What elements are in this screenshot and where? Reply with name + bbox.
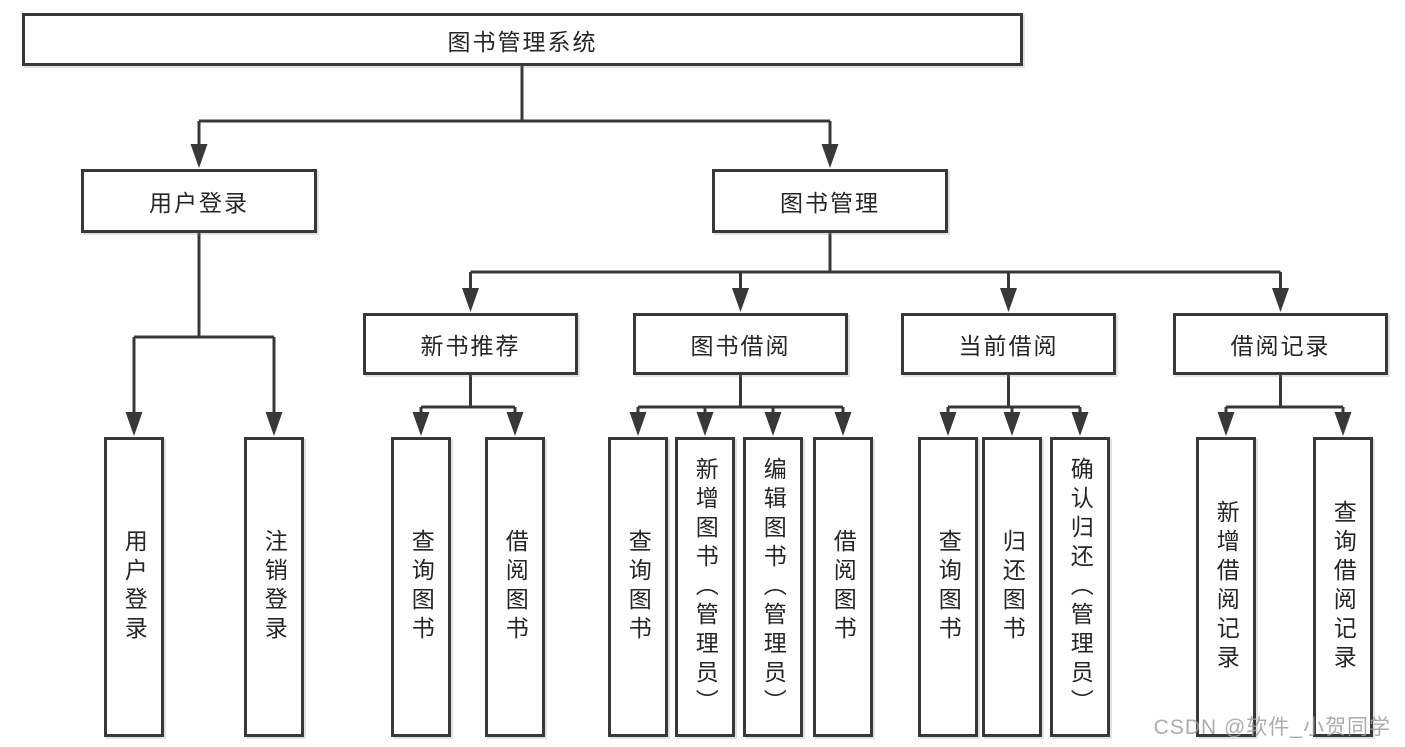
node-leaf-query-books-2: 查询图书 (608, 437, 668, 737)
node-leaf-add-books-admin: 新增图书（管理员） (675, 437, 735, 737)
node-leaf-return-books: 归还图书 (982, 437, 1042, 737)
arrowheads-level3 (462, 288, 1289, 312)
connector-book-borrow-children (636, 373, 845, 418)
node-leaf-add-borrow-record: 新增借阅记录 (1196, 437, 1256, 737)
node-leaf-add-books-admin-label: 新增图书（管理员） (692, 456, 719, 718)
node-new-book-recommend: 新书推荐 (363, 313, 578, 375)
node-leaf-confirm-return-admin-label: 确认归还（管理员） (1067, 456, 1094, 718)
node-leaf-return-books-label: 归还图书 (999, 529, 1026, 645)
node-leaf-query-books-3-label: 查询图书 (935, 529, 962, 645)
arrowheads-current-borrow-children (939, 412, 1089, 436)
node-current-borrow: 当前借阅 (901, 313, 1116, 375)
arrowheads-new-book-children (412, 412, 524, 436)
node-leaf-query-borrow-record-label: 查询借阅记录 (1330, 500, 1357, 674)
node-leaf-query-borrow-record: 查询借阅记录 (1313, 437, 1373, 737)
node-leaf-user-login-label: 用户登录 (121, 529, 148, 645)
node-library-management-system: 图书管理系统 (22, 13, 1023, 66)
connector-current-borrow-children (946, 373, 1082, 418)
connector-borrow-records-children (1224, 373, 1345, 418)
node-leaf-edit-books-admin-label: 编辑图书（管理员） (760, 456, 787, 718)
node-leaf-user-login: 用户登录 (104, 437, 164, 737)
arrowheads-borrow-records-children (1217, 412, 1352, 436)
arrowheads-user-login-children (125, 412, 283, 436)
node-leaf-add-borrow-record-label: 新增借阅记录 (1213, 500, 1240, 674)
node-leaf-borrow-books-1-label: 借阅图书 (502, 529, 529, 645)
connector-new-book-children (419, 373, 517, 418)
node-leaf-confirm-return-admin: 确认归还（管理员） (1050, 437, 1110, 737)
node-leaf-edit-books-admin: 编辑图书（管理员） (743, 437, 803, 737)
connector-user-login-children (132, 231, 276, 416)
node-borrow-records: 借阅记录 (1173, 313, 1388, 375)
node-leaf-logout: 注销登录 (244, 437, 304, 737)
csdn-watermark: CSDN @软件_小贺同学 (1153, 716, 1391, 739)
node-leaf-query-books-1: 查询图书 (391, 437, 451, 737)
node-book-management: 图书管理 (712, 169, 948, 233)
connector-root-to-level2 (197, 64, 832, 148)
arrowheads-level2 (190, 144, 839, 168)
node-leaf-query-books-3: 查询图书 (918, 437, 978, 737)
node-leaf-logout-label: 注销登录 (261, 529, 288, 645)
node-user-login: 用户登录 (81, 169, 317, 233)
connector-book-mgmt-children (469, 231, 1282, 292)
arrowheads-book-borrow-children (629, 412, 852, 436)
node-leaf-borrow-books-2-label: 借阅图书 (830, 529, 857, 645)
node-leaf-borrow-books-2: 借阅图书 (813, 437, 873, 737)
node-leaf-query-books-2-label: 查询图书 (625, 529, 652, 645)
node-book-borrow: 图书借阅 (633, 313, 848, 375)
node-leaf-query-books-1-label: 查询图书 (408, 529, 435, 645)
node-leaf-borrow-books-1: 借阅图书 (485, 437, 545, 737)
